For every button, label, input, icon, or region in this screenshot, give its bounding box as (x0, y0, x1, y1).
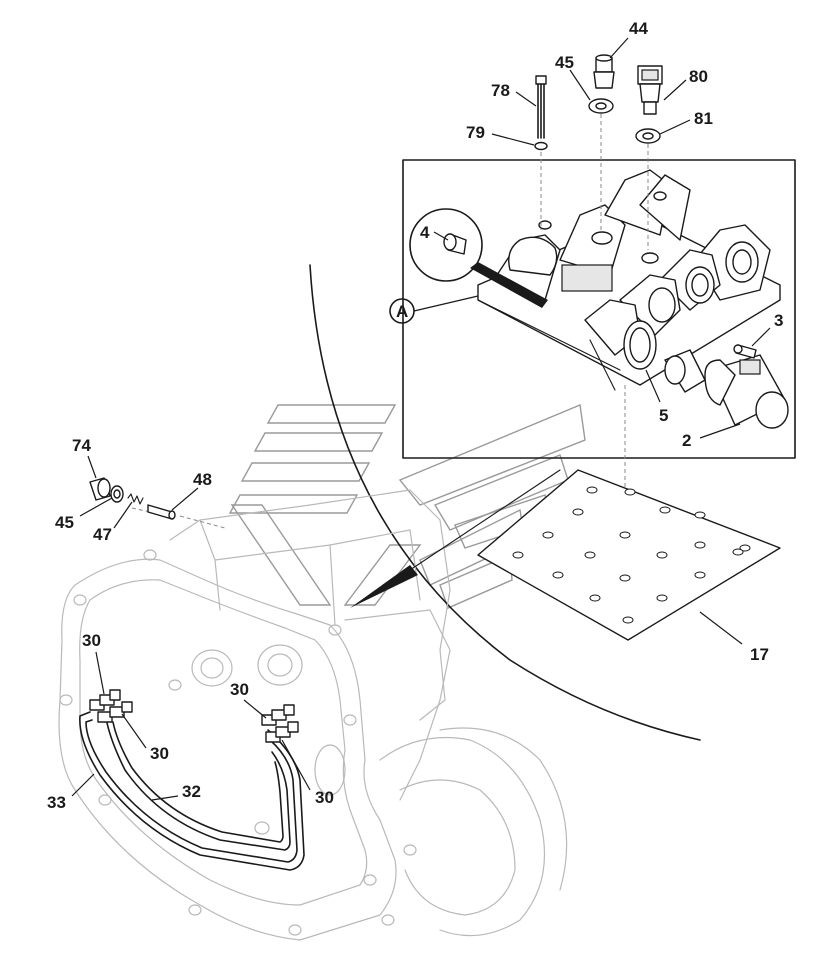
detail-boundary-arc (309, 264, 701, 741)
callout-81: 81 (694, 109, 713, 128)
fittings-30 (89, 689, 299, 743)
callout-30-c: 30 (150, 744, 169, 763)
callout-30-d: 30 (315, 788, 334, 807)
pin-48 (147, 504, 176, 520)
callout-33: 33 (47, 793, 66, 812)
assembly-lines (131, 114, 649, 550)
detail-callout-4 (409, 208, 548, 308)
solenoid-valve-2 (664, 349, 789, 429)
callout-79: 79 (466, 123, 485, 142)
bolt-78 (535, 75, 547, 139)
plug-74 (89, 477, 111, 501)
callout-a: A (396, 302, 408, 321)
callout-80: 80 (689, 67, 708, 86)
callout-30-b: 30 (230, 680, 249, 699)
callout-2: 2 (682, 431, 691, 450)
callout-a-circle (389, 295, 479, 324)
callout-44: 44 (629, 19, 648, 38)
callout-78: 78 (491, 81, 510, 100)
leader-lines (71, 37, 771, 801)
spring-47 (127, 493, 144, 505)
callout-48: 48 (193, 470, 212, 489)
callout-3: 3 (774, 311, 783, 330)
callout-74: 74 (72, 436, 91, 455)
sensor-80 (637, 65, 663, 115)
callout-30-a: 30 (82, 631, 101, 650)
washer-45-left (110, 485, 124, 503)
pipe-32 (105, 717, 291, 851)
pipe-33 (79, 711, 305, 871)
bolt-3 (733, 344, 757, 359)
callout-45-left: 45 (55, 513, 74, 532)
o-ring-seal-5 (623, 320, 657, 370)
washer-81 (635, 128, 661, 144)
washer-45-top (588, 98, 614, 114)
gasket-plate-17 (477, 469, 781, 641)
callout-47: 47 (93, 525, 112, 544)
callout-17: 17 (750, 645, 769, 664)
callout-45-top: 45 (555, 53, 574, 72)
pressure-sensor-44 (593, 54, 615, 89)
detail-frame (402, 159, 796, 459)
callout-4: 4 (420, 223, 430, 242)
transmission-housing (58, 489, 568, 941)
detail-a-pointer (350, 565, 418, 608)
callout-5: 5 (659, 406, 668, 425)
washer-79 (534, 141, 548, 151)
callout-32: 32 (182, 782, 201, 801)
